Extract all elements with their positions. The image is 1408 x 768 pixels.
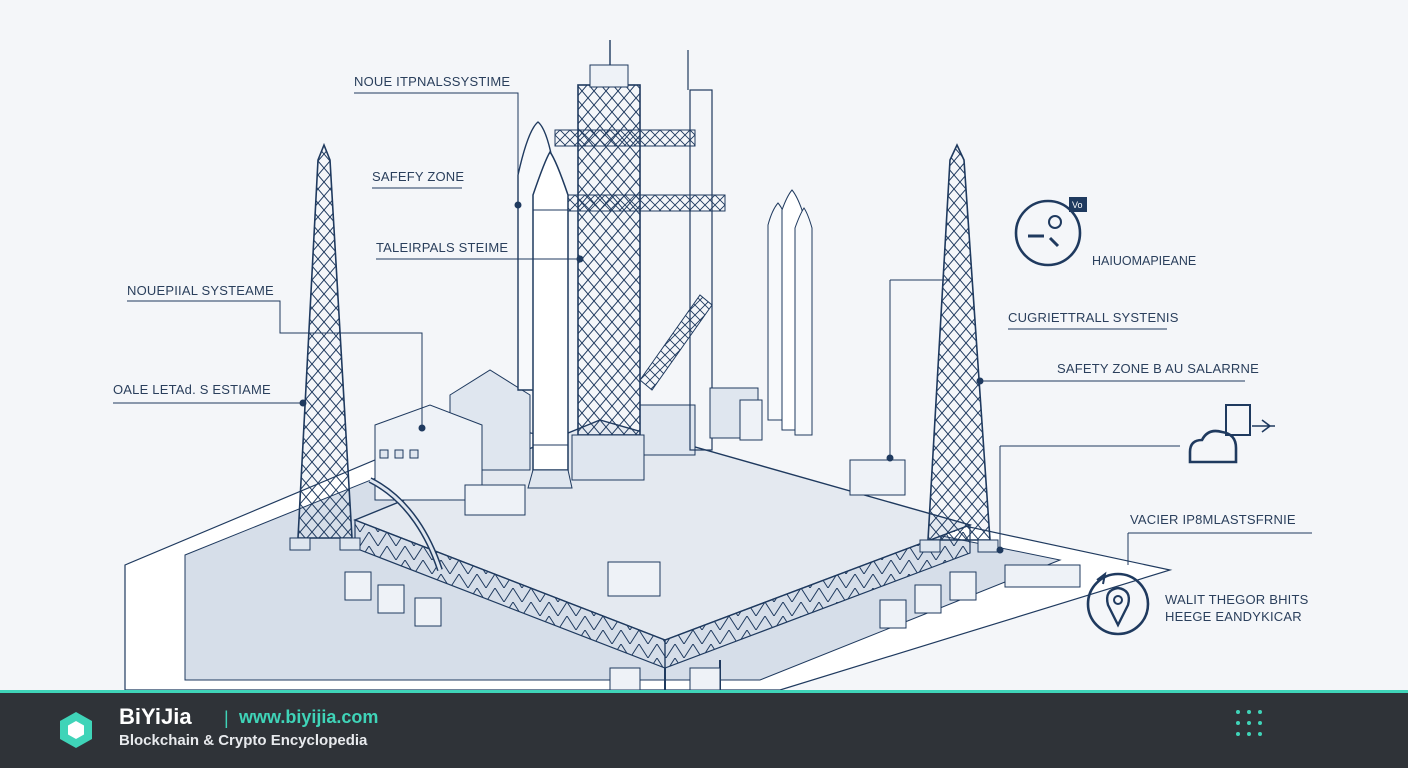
cloud-icon (1188, 404, 1275, 464)
service-tower (554, 40, 726, 481)
brand-url-link[interactable]: www.biyijia.com (239, 707, 379, 727)
right-lattice-tower (919, 143, 999, 553)
label-safety-zone: SAFEFY ZONE (372, 169, 464, 184)
location-pin-icon (1086, 571, 1150, 636)
label-noue-itpnals-system: NOUE ITPNALSSYSTIME (354, 74, 510, 89)
gauge-icon (1014, 197, 1087, 267)
left-lattice-tower (289, 142, 361, 551)
side-rockets (709, 189, 813, 441)
label-heege-eandykicar: HEEGE EANDYKICAR (1165, 609, 1302, 624)
leader-lines (113, 92, 1312, 565)
buildings (368, 369, 906, 597)
grid-menu-icon[interactable] (1236, 710, 1266, 740)
footer-bar: BiYiJia | www.biyijia.com Blockchain & C… (0, 690, 1408, 768)
label-safety-zone-b: SAFETY ZONE B AU SALARRNE (1057, 361, 1259, 376)
label-haiuomapieane: HAIUOMAPIEANE (1092, 254, 1196, 268)
brand-logo-icon (60, 712, 92, 748)
gauge-badge: Vo (1072, 200, 1083, 210)
label-nouepiial-systeame: NOUEPIIAL SYSTEAME (127, 283, 274, 298)
brand-name: BiYiJia (119, 704, 192, 729)
label-oale-letad-estiame: OALE LETAd. S ESTIAME (113, 382, 271, 397)
launch-pad-diagram: NOUE ITPNALSSYSTIME SAFEFY ZONE TALEIRPA… (113, 40, 1312, 691)
label-cugriettrall-systenis: CUGRIETTRALL SYSTENIS (1008, 310, 1179, 325)
brand-separator: | (224, 708, 229, 728)
label-vacier-ip8mlastsfrnie: VACIER IP8MLASTSFRNIE (1130, 512, 1296, 527)
brand-tagline: Blockchain & Crypto Encyclopedia (119, 732, 368, 749)
footer-accent-line (0, 690, 1408, 693)
label-taleirpals-steime: TALEIRPALS STEIME (376, 240, 508, 255)
label-walit-thegor-bhits: WALIT THEGOR BHITS (1165, 592, 1309, 607)
main-rocket (517, 121, 573, 489)
